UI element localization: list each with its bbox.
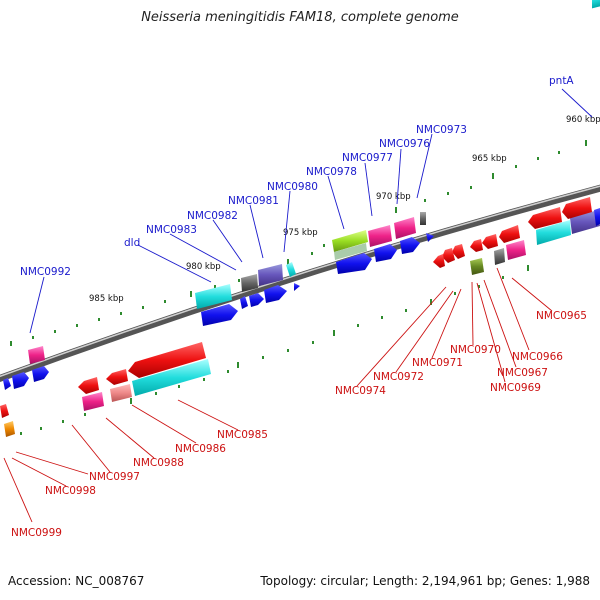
- genome-title: Neisseria meningitidis FAM18, complete g…: [141, 10, 459, 25]
- gene-label-NMC0976: NMC0976: [379, 138, 430, 150]
- gene-label-NMC0986: NMC0986: [175, 443, 226, 455]
- gene-block-orange: [4, 421, 15, 437]
- gene-arrow-blue-7: [12, 372, 29, 389]
- gene-arrow-red-long: [128, 342, 206, 378]
- gene-arrow-red-r6: [452, 244, 465, 259]
- accession-label: Accession: NC_008767: [8, 574, 145, 588]
- gene-arrow-red-r7: [442, 248, 455, 263]
- gene-block-blue-r: [594, 208, 600, 226]
- gene-label-NMC0981: NMC0981: [228, 195, 279, 207]
- scale-label-980: 980 kbp: [186, 262, 221, 272]
- gene-block-olive: [470, 258, 484, 275]
- gene-arrow-blue-2: [400, 237, 420, 254]
- scale-label-960: 960 kbp: [566, 115, 600, 125]
- gene-arrow-blue-tri-2: [240, 296, 248, 309]
- gene-block-gray-r: [494, 248, 505, 265]
- gene-block-salmon: [110, 384, 132, 402]
- gene-label-NMC0997: NMC0997: [89, 471, 140, 483]
- gene-arrow-red-r8: [433, 254, 445, 268]
- gene-label-NMC0972: NMC0972: [373, 371, 424, 383]
- gene-label-pntA: pntA: [549, 75, 574, 87]
- gene-arrow-blue-long: [336, 253, 372, 274]
- gene-arrow-red-r2: [528, 207, 562, 229]
- gene-label-NMC0999: NMC0999: [11, 527, 62, 539]
- bottom-strand-genes: [0, 197, 600, 437]
- gene-arrow-red-r3: [499, 225, 520, 243]
- gene-label-NMC0977: NMC0977: [342, 152, 393, 164]
- scale-label-985: 985 kbp: [89, 294, 124, 304]
- gene-arrow-red-left: [0, 404, 9, 418]
- gene-arrow-blue-dld: [201, 304, 238, 326]
- top-strand-genes: [3, 0, 600, 390]
- gene-block-cyan: [592, 0, 600, 9]
- gene-block-pink-r: [506, 240, 526, 260]
- gene-arrow-blue-5: [249, 293, 264, 307]
- gene-block-purple: [258, 264, 283, 286]
- top-callout-lines: [29, 88, 593, 334]
- gene-block-cyan-dld: [195, 284, 232, 309]
- gene-label-dld: dld: [124, 237, 140, 249]
- gene-label-NMC0971: NMC0971: [412, 357, 463, 369]
- gene-arrow-blue-tri: [294, 283, 300, 291]
- gene-label-NMC0982: NMC0982: [187, 210, 238, 222]
- gene-label-NMC0965: NMC0965: [536, 310, 587, 322]
- gene-arrow-red-r1: [562, 197, 592, 219]
- gene-label-NMC0998: NMC0998: [45, 485, 96, 497]
- scale-label-965: 965 kbp: [472, 154, 507, 164]
- bottom-callout-lines: [3, 267, 553, 523]
- gene-block-gray: [420, 212, 426, 225]
- gene-block-cyan-long: [132, 359, 211, 396]
- gene-label-NMC0966: NMC0966: [512, 351, 563, 363]
- gene-arrow-blue-8: [3, 378, 11, 390]
- gene-label-NMC0992: NMC0992: [20, 266, 71, 278]
- gene-label-NMC0978: NMC0978: [306, 166, 357, 178]
- gene-label-NMC0985: NMC0985: [217, 429, 268, 441]
- gene-label-NMC0970: NMC0970: [450, 344, 501, 356]
- gene-arrow-blue-3: [374, 244, 397, 262]
- bottom-scale-track: [20, 265, 529, 435]
- gene-block-pink-2: [368, 225, 392, 247]
- gene-arrow-red-r9: [106, 369, 128, 385]
- gene-block-gray-2: [241, 274, 258, 292]
- genome-summary: Topology: circular; Length: 2,194,961 bp…: [260, 574, 590, 588]
- gene-block-pink-r2: [82, 392, 104, 411]
- gene-block-cyan-small: [286, 262, 296, 277]
- gene-arrow-blue-6: [32, 366, 49, 382]
- gene-label-NMC0988: NMC0988: [133, 457, 184, 469]
- gene-label-NMC0980: NMC0980: [267, 181, 318, 193]
- gene-block-pink: [394, 217, 416, 239]
- gene-block-cyan-r: [536, 220, 571, 245]
- gene-arrow-red-r5: [470, 239, 483, 252]
- gene-block-mint: [334, 243, 367, 260]
- gene-arrow-red-r4: [482, 234, 498, 249]
- gene-label-NMC0973: NMC0973: [416, 124, 467, 136]
- genome-backbone: [0, 184, 600, 383]
- gene-label-NMC0974: NMC0974: [335, 385, 386, 397]
- gene-label-NMC0967: NMC0967: [497, 367, 548, 379]
- gene-block-lime: [332, 230, 368, 252]
- gene-label-NMC0969: NMC0969: [490, 382, 541, 394]
- genome-backbone-highlight: [0, 185, 600, 378]
- gene-arrow-blue: [426, 233, 434, 242]
- gene-block-pink-0992: [28, 346, 45, 364]
- gene-arrow-red-r10: [78, 377, 99, 394]
- gene-label-NMC0983: NMC0983: [146, 224, 197, 236]
- top-scale-track: [10, 140, 587, 346]
- scale-label-975: 975 kbp: [283, 228, 318, 238]
- gene-arrow-blue-4: [264, 285, 287, 303]
- scale-label-970: 970 kbp: [376, 192, 411, 202]
